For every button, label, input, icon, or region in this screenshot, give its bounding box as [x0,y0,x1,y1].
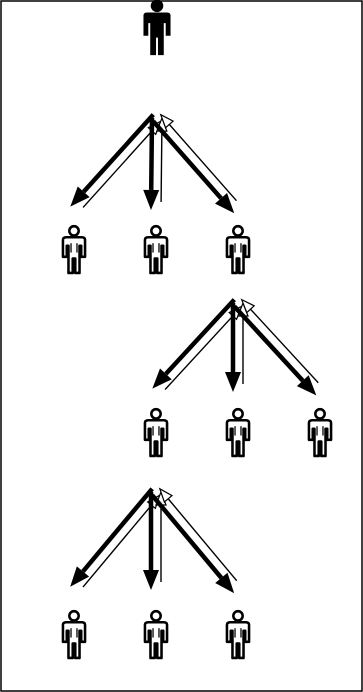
thin-hollow-arrow-icon [158,487,238,582]
thick-arrow-icon [143,117,160,210]
edge-source-r1c [151,113,237,214]
edge-r2a-r3b [143,490,167,590]
thick-arrow-icon [151,119,235,214]
thick-arrow-icon [70,113,155,207]
thick-arrow-icon [152,298,236,389]
thin-hollow-arrow-icon [159,113,237,202]
edges-layer [70,113,319,594]
thin-hollow-arrow-icon [240,298,319,384]
edge-r1c-r2c [232,298,319,396]
thick-arrow-icon [225,303,241,392]
edge-r2a-r3c [150,487,238,594]
thick-arrow-icon [150,493,235,594]
thick-arrow-icon [232,304,317,396]
thick-arrow-icon [143,492,159,590]
thick-arrow-icon [70,487,154,587]
